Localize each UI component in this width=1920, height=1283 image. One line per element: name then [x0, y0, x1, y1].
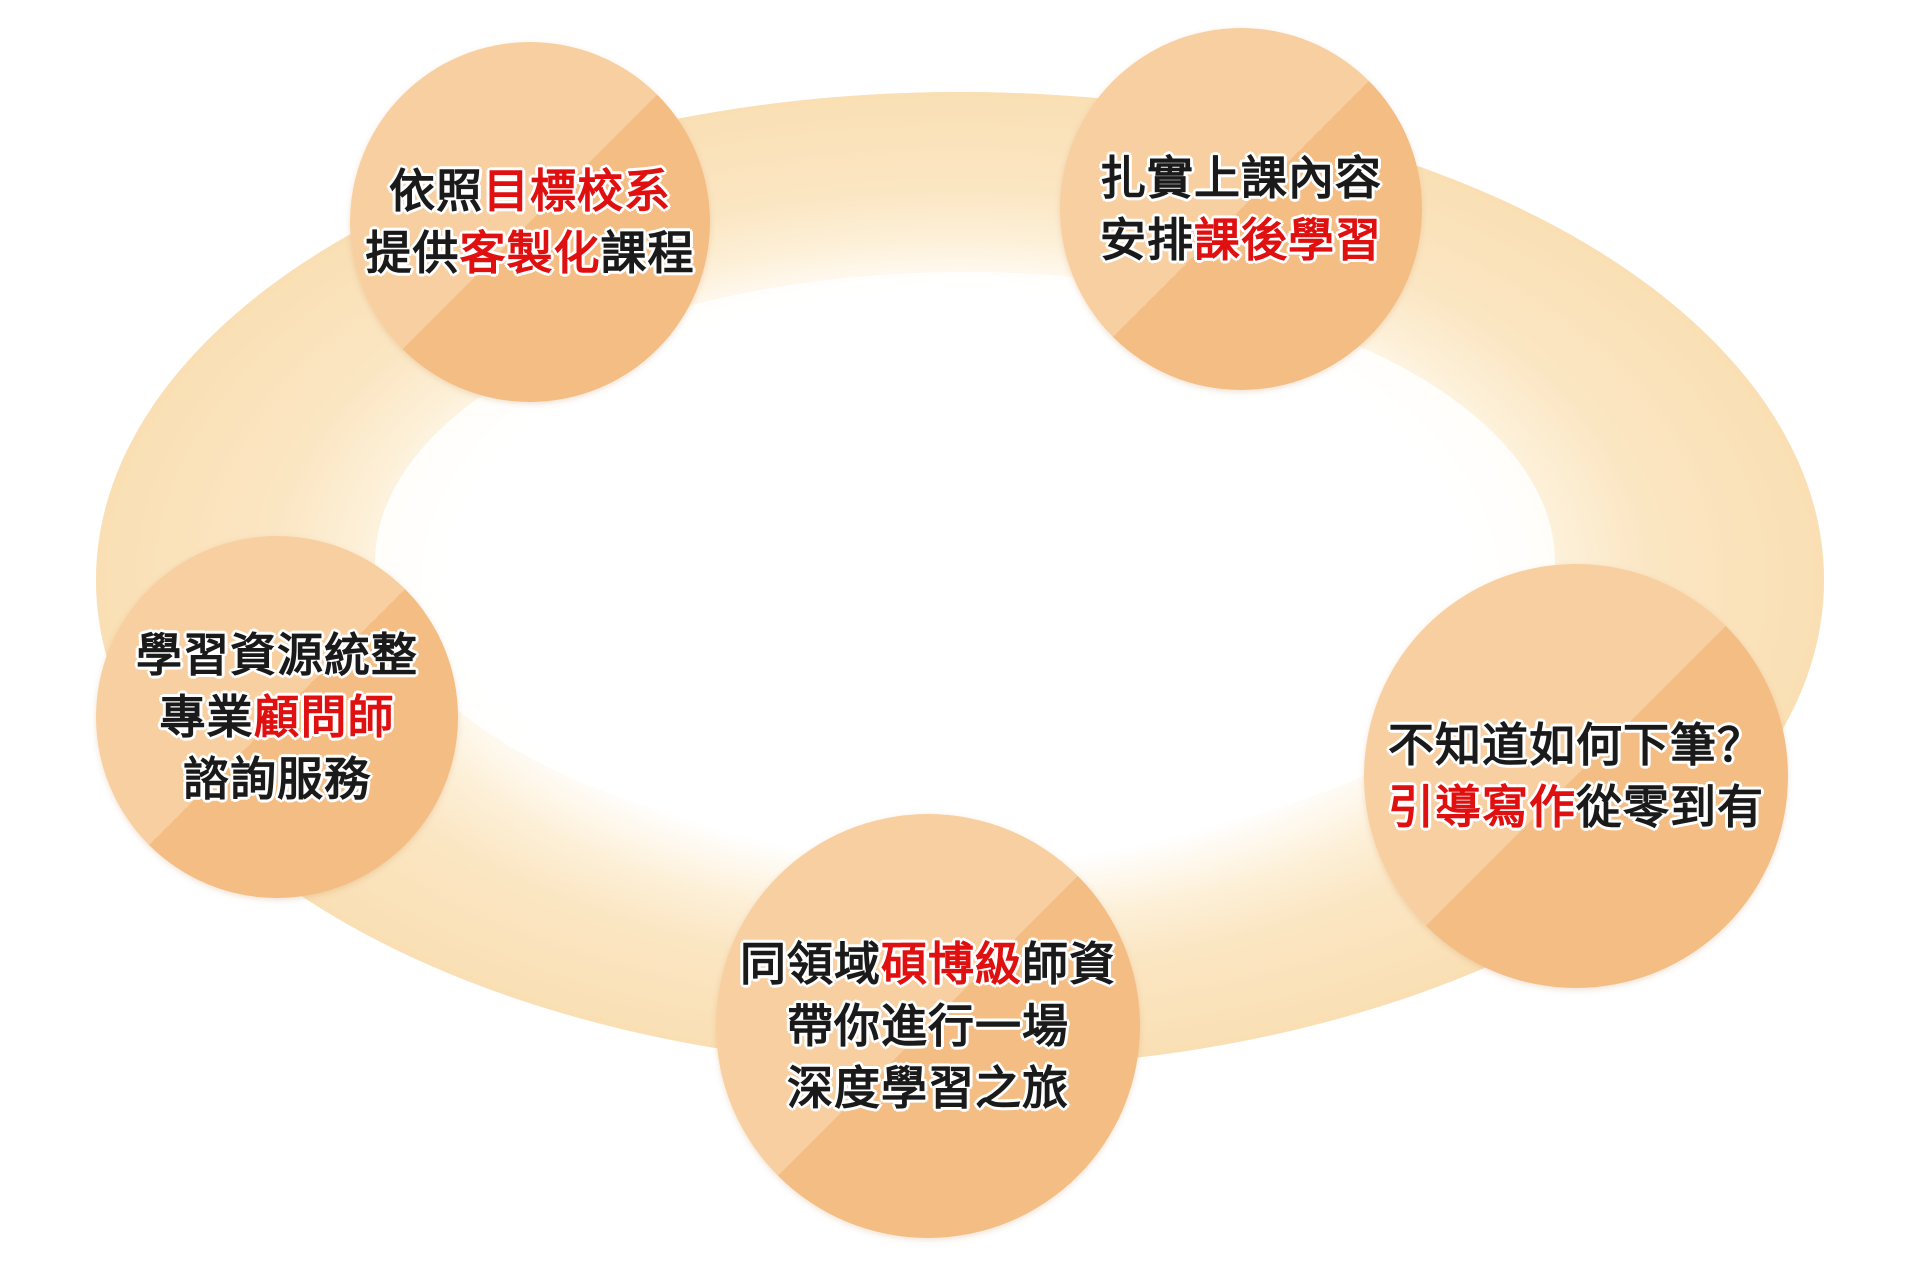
circle-text: 學習資源統整 專業顧問師 諮詢服務 — [96, 536, 458, 898]
text-line: 扎實上課內容 — [1100, 151, 1382, 205]
feature-circle-after-class-learning: 扎實上課內容 安排課後學習 — [1060, 28, 1422, 390]
text-line: 引導寫作從零到有 — [1388, 780, 1764, 834]
circle-text: 扎實上課內容 安排課後學習 — [1060, 28, 1422, 390]
text-line: 深度學習之旅 — [787, 1061, 1069, 1115]
circle-text: 依照目標校系 提供客製化課程 — [350, 42, 710, 402]
feature-circle-expert-teachers: 同領域碩博級師資 帶你進行一場 深度學習之旅 — [716, 814, 1140, 1238]
text-line: 諮詢服務 — [183, 752, 371, 806]
feature-circle-consultant-service: 學習資源統整 專業顧問師 諮詢服務 — [96, 536, 458, 898]
text-line: 依照目標校系 — [389, 164, 671, 218]
inner-ring-hole — [375, 272, 1555, 852]
circle-text: 不知道如何下筆？ 引導寫作從零到有 — [1364, 564, 1788, 988]
feature-circle-writing-guidance: 不知道如何下筆？ 引導寫作從零到有 — [1364, 564, 1788, 988]
text-line: 安排課後學習 — [1100, 213, 1382, 267]
text-line: 不知道如何下筆？ — [1388, 718, 1764, 772]
text-line: 提供客製化課程 — [365, 226, 695, 280]
circle-text: 同領域碩博級師資 帶你進行一場 深度學習之旅 — [716, 814, 1140, 1238]
text-line: 同領域碩博級師資 — [740, 937, 1116, 991]
text-line: 專業顧問師 — [159, 690, 395, 744]
text-line: 學習資源統整 — [136, 628, 418, 682]
feature-circle-custom-curriculum: 依照目標校系 提供客製化課程 — [350, 42, 710, 402]
text-line: 帶你進行一場 — [787, 999, 1069, 1053]
